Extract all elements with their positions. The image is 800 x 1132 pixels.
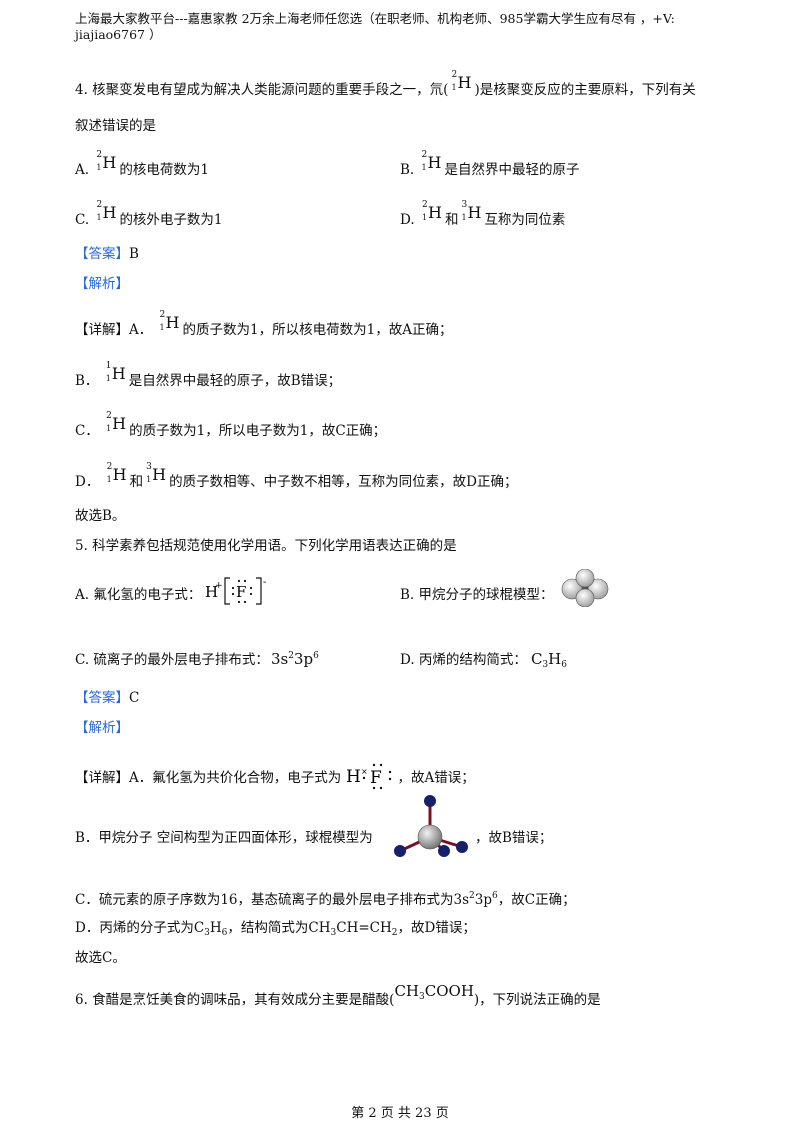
q5-answer: 【答案】C bbox=[75, 690, 140, 706]
hydrogen-atom bbox=[575, 569, 595, 588]
hf-plus-charge: + bbox=[215, 581, 223, 591]
carbon-atom bbox=[417, 824, 443, 850]
q5-option-a: A. 氟化氢的电子式： bbox=[75, 587, 202, 603]
q5-stem: 5. 科学素养包括规范使用化学用语。下列化学用语表达正确的是 bbox=[75, 538, 457, 554]
q4-conclusion: 故选B。 bbox=[75, 508, 126, 524]
header-line-1: 上海最大家教平台---嘉惠家教 2万余上海老师任您选（在职老师、机构老师、985… bbox=[75, 11, 675, 26]
methane-space-filling-model bbox=[561, 569, 609, 607]
q5-detail-c: C．硫元素的原子序数为16，基态硫离子的最外层电子排布式为3s23p6，故C正确… bbox=[75, 891, 576, 908]
q4-analysis-tag: 【解析】 bbox=[75, 276, 129, 292]
q5-option-b: B. 甲烷分子的球棍模型： bbox=[400, 587, 554, 603]
s2-config: 3s23p6 bbox=[270, 650, 319, 668]
shared-electron-cross: × bbox=[361, 767, 368, 776]
hf-ionic-electron-formula: H + F - bbox=[205, 577, 266, 605]
q4-stem-line2: 叙述错误的是 bbox=[75, 118, 156, 134]
shared-electron-dot bbox=[362, 776, 365, 780]
q5-option-d: D. 丙烯的结构简式：C3H6 bbox=[400, 650, 567, 670]
hydrogen-atom bbox=[456, 841, 468, 853]
hf-f-symbol: F bbox=[236, 583, 246, 601]
methane-ball-stick-model bbox=[394, 795, 468, 857]
hf-covalent-electron-formula: H × F bbox=[346, 763, 391, 790]
left-bracket bbox=[224, 577, 230, 605]
q6-stem: 6. 食醋是烹饪美食的调味品，其有效成分主要是醋酸(CH3COOH)，下列说法正… bbox=[75, 982, 601, 1008]
hf-h-symbol: H bbox=[205, 583, 218, 601]
q5-detail-b: B．甲烷分子 空间构型为正四面体形，球棍模型为 bbox=[75, 830, 373, 846]
hydrogen-atom bbox=[575, 588, 595, 607]
page-footer: 第 2 页 共 23 页 bbox=[351, 1106, 449, 1121]
q5-detail-d: D．丙烯的分子式为C3H6，结构简式为CH3CH=CH2，故D错误； bbox=[75, 920, 476, 938]
acetic-acid-formula: CH3COOH bbox=[394, 982, 474, 1002]
hf-f-symbol: F bbox=[370, 768, 382, 788]
header-line-2: jiajiao6767 ） bbox=[75, 27, 162, 42]
hydrogen-atom bbox=[424, 795, 436, 807]
q5-detail-b-end: ，故B错误； bbox=[475, 830, 553, 846]
lone-pair-dots bbox=[372, 763, 391, 790]
q4-answer: 【答案】B bbox=[75, 246, 139, 262]
lone-pair-dots bbox=[231, 579, 253, 604]
q5-conclusion: 故选C。 bbox=[75, 950, 126, 966]
hf-h-symbol: H bbox=[346, 767, 361, 787]
right-bracket bbox=[256, 577, 262, 605]
hydrogen-atom bbox=[394, 845, 406, 857]
q5-detail-a: 【详解】A．氟化氢为共价化合物，电子式为 H × F ，故A错误； bbox=[75, 762, 475, 790]
hydrogen-atom bbox=[438, 845, 450, 857]
q5-analysis-tag: 【解析】 bbox=[75, 720, 129, 736]
hf-minus-charge: - bbox=[263, 577, 266, 588]
propene-formula: C3H6 bbox=[530, 650, 567, 670]
q5-option-c: C. 硫离子的最外层电子排布式：3s23p6 bbox=[75, 650, 319, 668]
